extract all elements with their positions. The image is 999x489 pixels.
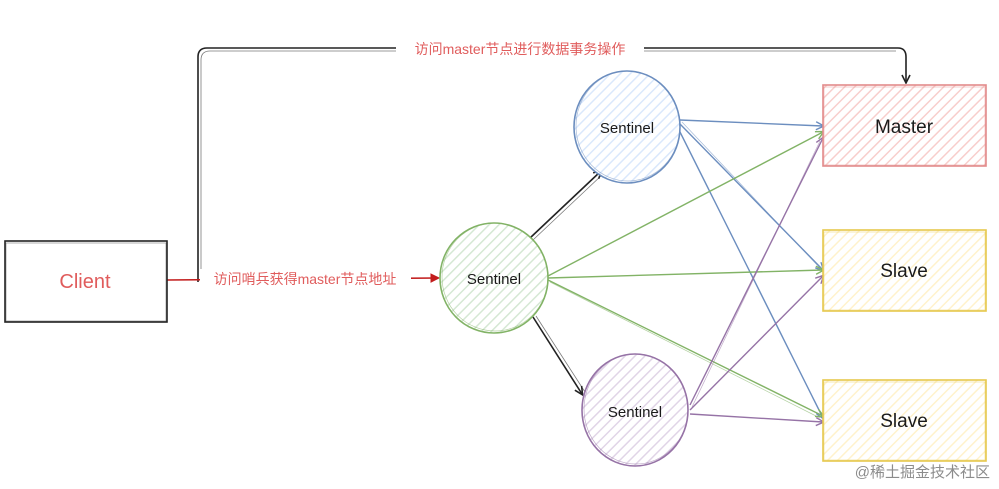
client-node: Client	[4, 240, 168, 323]
sentinel-middle-label: Sentinel	[467, 271, 521, 288]
edge-label-client-to-sentinel-text: 访问哨兵获得master节点地址	[214, 271, 397, 287]
edge-label-client-to-sentinel: 访问哨兵获得master节点地址	[200, 269, 411, 289]
edges-sentinel-top-to-redis	[677, 119, 823, 418]
edges-sentinel-middle-to-redis	[547, 132, 823, 419]
sentinel-top-node: Sentinel	[573, 70, 681, 184]
slave-2-label: Slave	[880, 411, 928, 432]
edge-sentinel-middle-to-bottom	[532, 315, 586, 394]
edge-label-client-to-master-text: 访问master节点进行数据事务操作	[415, 41, 626, 57]
sentinel-top-label: Sentinel	[600, 120, 654, 137]
watermark: @稀土掘金技术社区	[855, 464, 990, 481]
client-label: Client	[59, 271, 111, 293]
slave-1-node: Slave	[822, 229, 987, 312]
edges-sentinel-bottom-to-redis	[689, 138, 823, 422]
edge-sentinel-middle-to-top	[529, 171, 604, 241]
slave-2-node: Slave	[822, 379, 987, 462]
master-node: Master	[822, 84, 987, 167]
sentinel-bottom-label: Sentinel	[608, 404, 662, 421]
sentinel-middle-node: Sentinel	[439, 222, 549, 334]
edge-label-client-to-master: 访问master节点进行数据事务操作	[396, 38, 644, 58]
sentinel-bottom-node: Sentinel	[581, 353, 689, 467]
slave-1-label: Slave	[880, 261, 928, 282]
master-label: Master	[875, 117, 934, 138]
